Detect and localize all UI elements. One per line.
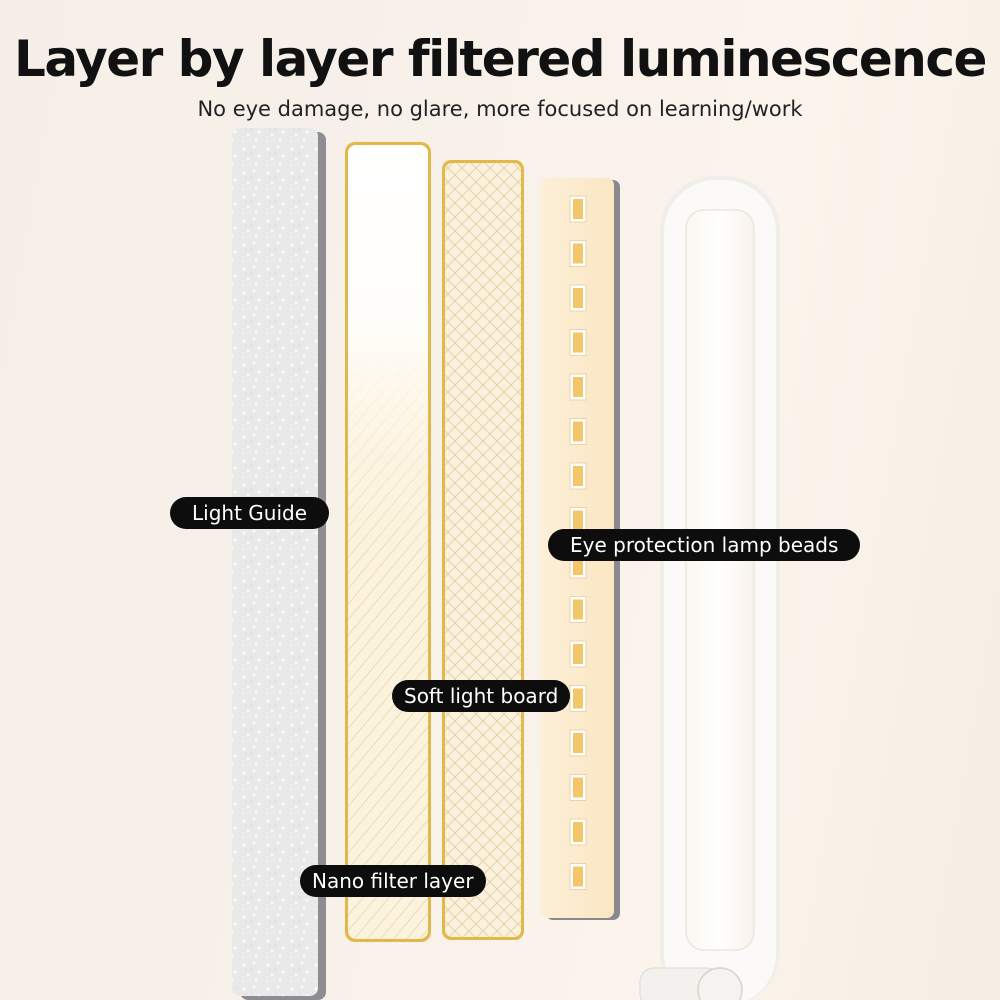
lamp-bead-core (573, 421, 583, 442)
lamp-bead-core (573, 733, 583, 753)
lamp-bead-core (573, 243, 583, 264)
lamp-bead-core (573, 377, 583, 397)
lamp-bead-core (573, 466, 583, 486)
eye-protection-label: Eye protection lamp beads (548, 529, 861, 561)
nano-filter-layer (345, 142, 431, 942)
soft-light-label: Soft light board (392, 680, 571, 712)
lamp-bead-core (573, 644, 583, 664)
lamp-bead-core (573, 866, 583, 887)
lamp-arm (639, 176, 780, 1000)
light-guide-layer (232, 128, 326, 1000)
lamp-bead-core (573, 688, 583, 709)
lamp-bead-core (573, 555, 583, 575)
lamp-bead-core (573, 777, 583, 798)
light-guide-label: Light Guide (170, 497, 329, 529)
lamp-bead-core (573, 199, 583, 219)
lamp-bead-core (573, 288, 583, 308)
lamp-bead-core (573, 332, 583, 353)
lamp-bead-core (573, 510, 583, 531)
soft-light-board-layer (442, 160, 524, 940)
page-title: Layer by layer filtered luminescence (14, 30, 987, 88)
nano-filter-label: Nano filter layer (300, 865, 486, 897)
page-subtitle: No eye damage, no glare, more focused on… (197, 97, 803, 121)
lamp-bead-core (573, 822, 583, 842)
lamp-bead-core (573, 599, 583, 620)
